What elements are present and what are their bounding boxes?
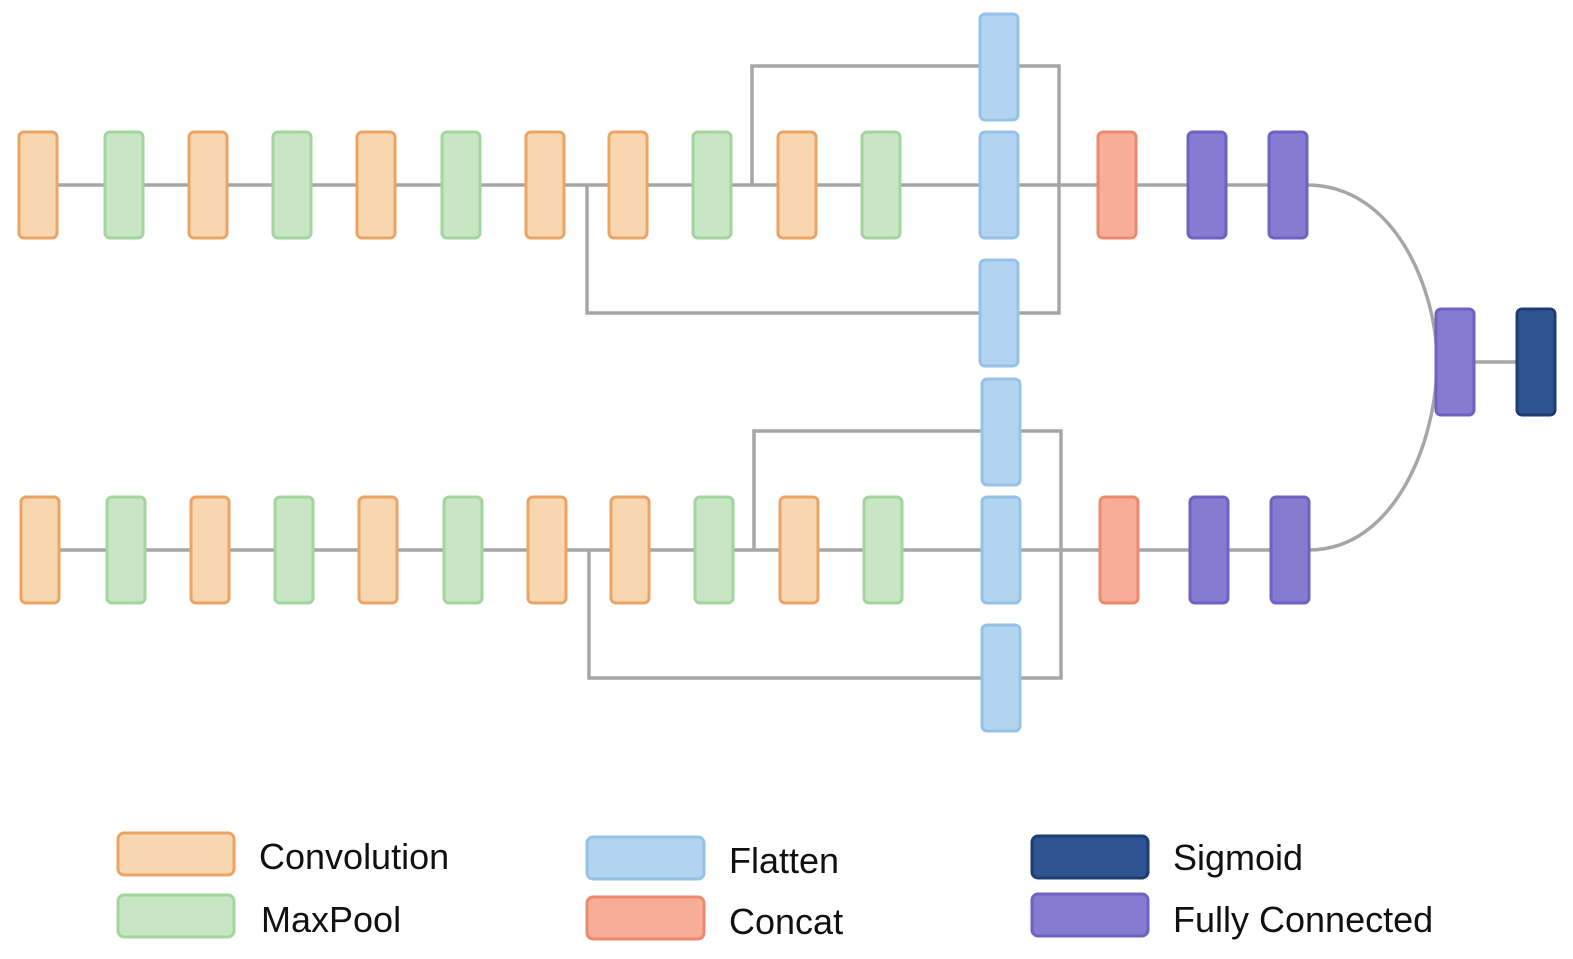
upper-conv-block-3 [187,130,229,240]
upper-flatten-block-12 [978,130,1020,240]
lower-maxpool-block-9 [693,495,735,605]
lower-branch-bottom-skip [587,550,1063,680]
lower-flatten-block-12 [980,495,1022,605]
upper-fully-connected-block-14 [1186,130,1228,240]
upper-flatten-side-block-bottom [978,258,1020,368]
legend-label-flatten: Flatten [729,840,839,881]
upper-flatten-side-block-top [978,12,1020,122]
upper-maxpool-block-11 [860,130,902,240]
upper-conv-block-7 [524,130,566,240]
upper-fully-connected-block-15 [1267,130,1309,240]
upper-conv-block-5 [355,130,397,240]
upper-conv-block-8 [607,130,649,240]
upper-maxpool-block-6 [440,130,482,240]
upper-to-head-curve [1306,183,1439,363]
upper-conv-block-1 [17,130,59,240]
connectors [38,64,1517,680]
lower-conv-block-8 [609,495,651,605]
lower-maxpool-block-6 [442,495,484,605]
head-sigmoid-block [1515,307,1557,417]
legend-swatch-sigmoid [1030,834,1150,880]
legend-label-maxpool: MaxPool [261,899,401,940]
upper-maxpool-block-4 [271,130,313,240]
upper-branch-bottom-skip [585,185,1061,315]
legend-label-convolution: Convolution [259,836,449,877]
legend-label-sigmoid: Sigmoid [1173,837,1303,878]
lower-conv-block-1 [19,495,61,605]
legend-swatch-maxpool [116,893,236,939]
lower-conv-block-3 [189,495,231,605]
lower-branch-top-skip [752,429,1063,550]
lower-fully-connected-block-15 [1269,495,1311,605]
lower-concat-block-13 [1098,495,1140,605]
upper-conv-block-10 [776,130,818,240]
lower-maxpool-block-4 [273,495,315,605]
legend-swatch-convolution [116,831,236,877]
lower-flatten-side-block-top [980,377,1022,487]
lower-maxpool-block-2 [105,495,147,605]
head-fully-connected-block [1434,307,1476,417]
lower-conv-block-10 [778,495,820,605]
upper-maxpool-block-2 [103,130,145,240]
lower-maxpool-block-11 [862,495,904,605]
lower-conv-block-7 [526,495,568,605]
legend-swatch-fully-connected [1030,892,1150,938]
legend-swatch-concat [585,895,706,941]
legend-label-concat: Concat [729,901,843,942]
lower-flatten-side-block-bottom [980,623,1022,733]
upper-branch-top-skip [750,64,1061,185]
lower-fully-connected-block-14 [1188,495,1230,605]
legend-swatch-flatten [585,835,706,881]
upper-concat-block-13 [1096,130,1138,240]
legend-label-fully-connected: Fully Connected [1173,899,1433,940]
layer-blocks [17,12,1557,733]
legend: Convolution MaxPool Flatten Concat Sigmo… [116,831,1433,942]
upper-maxpool-block-9 [691,130,733,240]
lower-to-head-curve [1308,361,1439,552]
lower-conv-block-5 [357,495,399,605]
